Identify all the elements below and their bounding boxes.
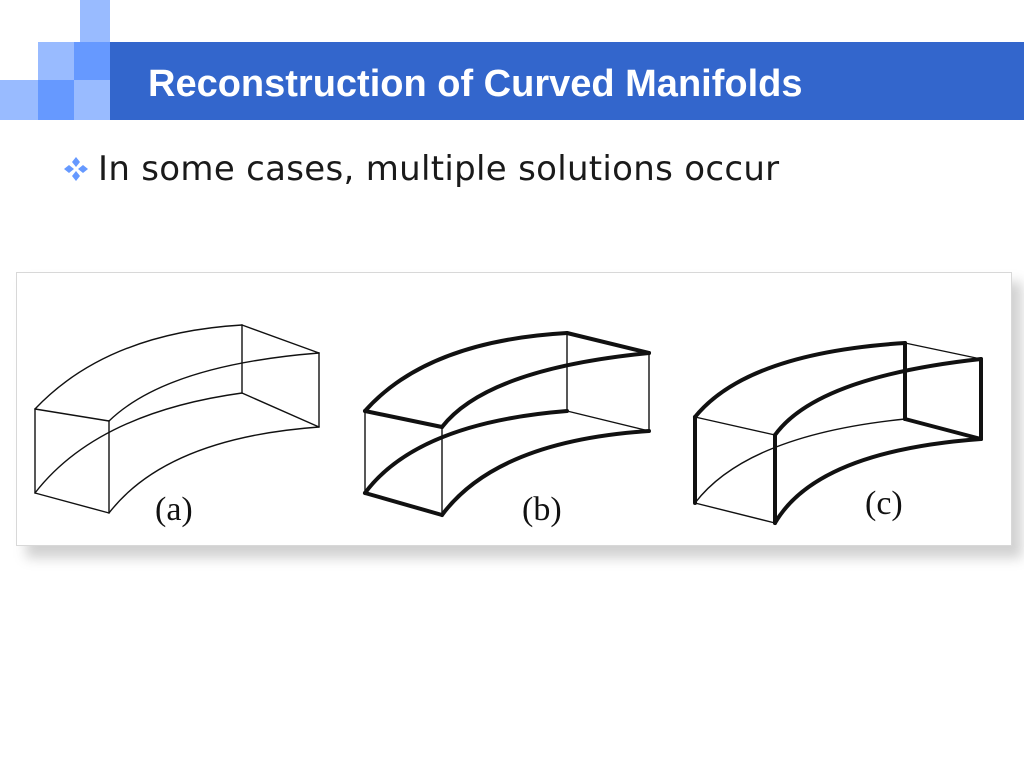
slide-title: Reconstruction of Curved Manifolds bbox=[148, 63, 803, 105]
bullet-item: In some cases, multiple solutions occur bbox=[62, 142, 779, 196]
decor-square-4 bbox=[0, 80, 38, 120]
figure-drawing bbox=[34, 324, 983, 525]
decor-square-1 bbox=[80, 0, 110, 42]
decor-square-2 bbox=[38, 42, 74, 80]
decor-square-3 bbox=[74, 42, 110, 80]
panel-c-drawing bbox=[693, 341, 983, 525]
bullet-text: In some cases, multiple solutions occur bbox=[98, 149, 780, 189]
panel-c-label: (c) bbox=[865, 485, 903, 522]
decor-square-5 bbox=[38, 80, 74, 120]
panel-a-label: (a) bbox=[155, 491, 193, 528]
decor-square-6 bbox=[74, 80, 110, 120]
panel-a-drawing bbox=[34, 324, 320, 514]
panel-b-label: (b) bbox=[522, 491, 562, 528]
panel-b-drawing bbox=[363, 331, 651, 517]
figure-frame: (a) (b) (c) bbox=[16, 272, 1012, 546]
diamond-bullet-icon bbox=[64, 157, 88, 181]
title-bar bbox=[110, 42, 1024, 120]
